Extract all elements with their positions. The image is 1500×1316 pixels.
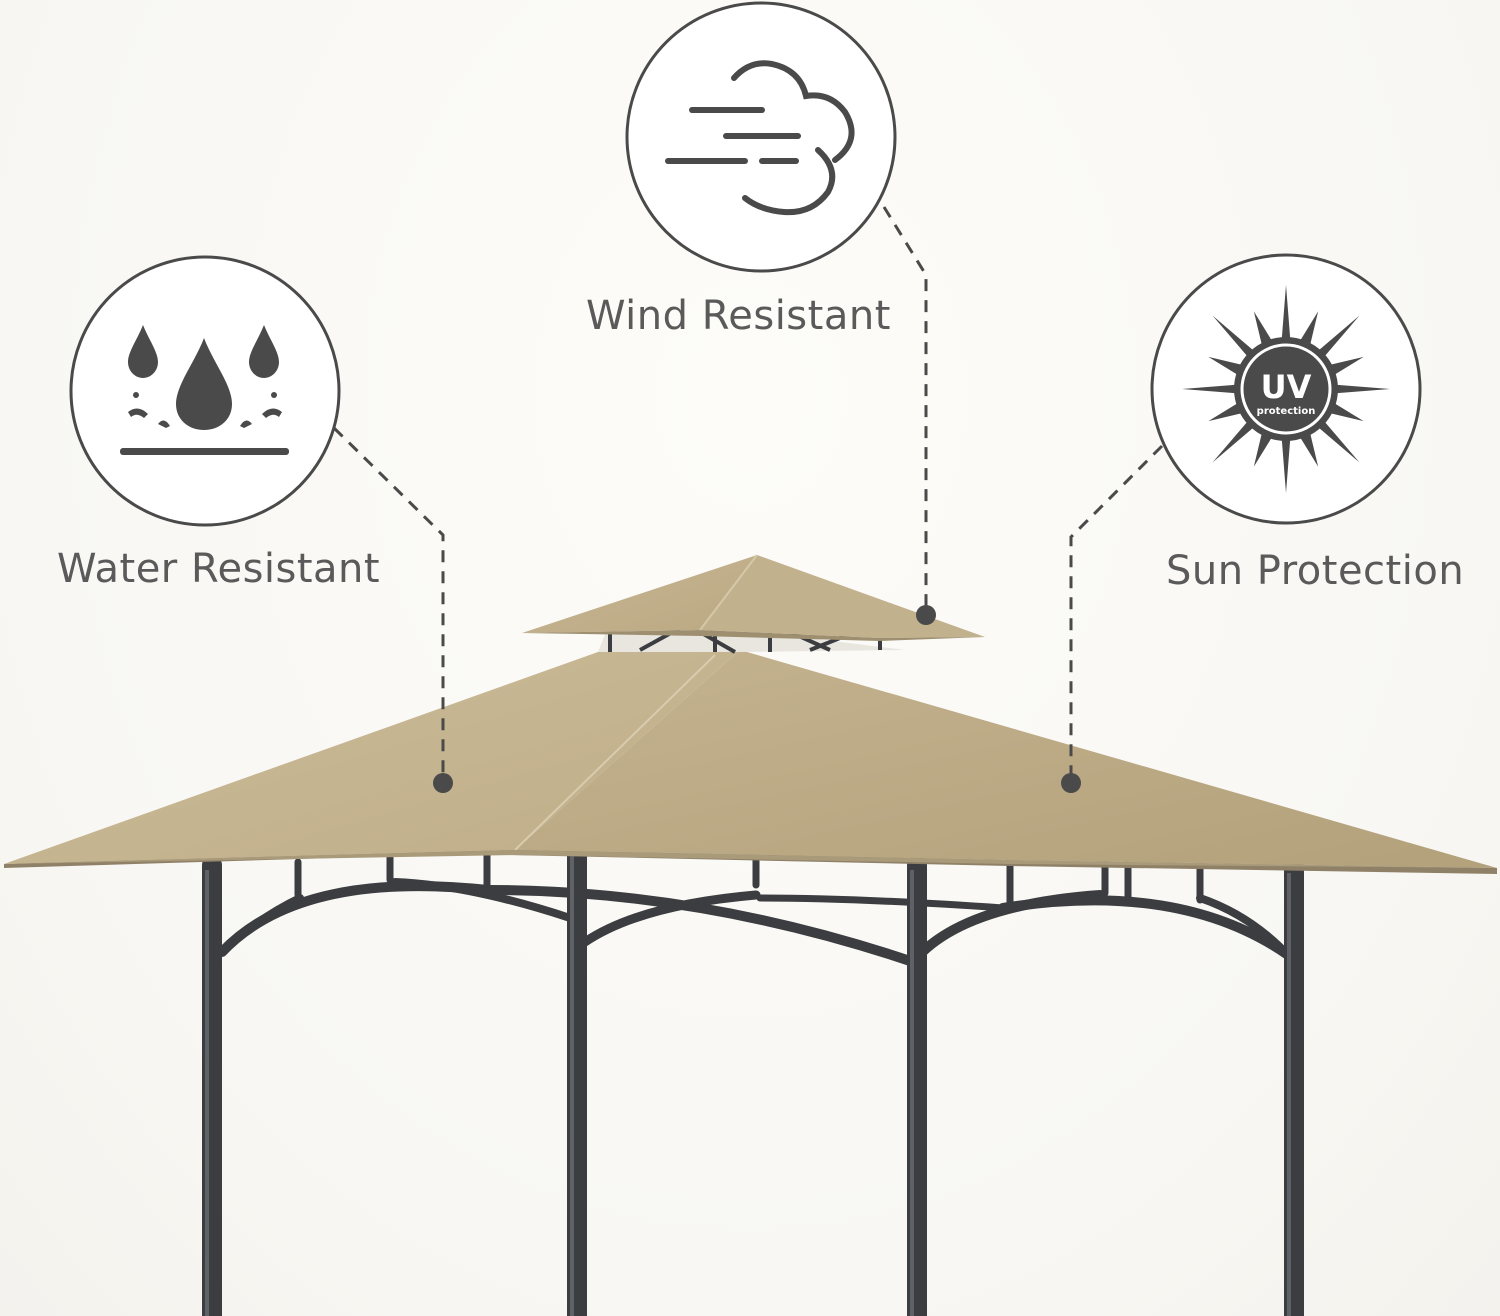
wind-resistant-label: Wind Resistant — [586, 293, 891, 339]
wind-feature-badge — [625, 1, 897, 273]
sun-ray — [1318, 315, 1360, 357]
uv-badge-subtext: protection — [1257, 406, 1316, 417]
sun-feature-badge: UV protection — [1150, 253, 1422, 525]
sun-ray — [1212, 315, 1254, 357]
sun-ray — [1281, 285, 1291, 340]
sun-ray — [1281, 438, 1291, 493]
uv-sun-icon — [1182, 285, 1390, 493]
water-drops-icon — [120, 325, 289, 455]
uv-badge-text: UV — [1261, 368, 1312, 406]
callout-leaders — [332, 206, 1164, 780]
sun-ray — [1335, 384, 1390, 394]
sun-ray — [1253, 311, 1273, 346]
water-feature-badge — [69, 255, 341, 527]
sun-ray — [1212, 421, 1254, 463]
sun-ray — [1329, 356, 1364, 376]
main-canopy — [4, 650, 1497, 874]
sun-ray — [1299, 311, 1319, 346]
sun-protection-label: Sun Protection — [1166, 548, 1465, 594]
wind-cloud-icon — [665, 60, 855, 216]
callout-dots — [433, 605, 1081, 793]
sun-ray — [1208, 402, 1243, 422]
post-highlights — [205, 855, 1291, 1316]
water-resistant-label: Water Resistant — [57, 546, 381, 592]
sun-ray — [1299, 432, 1319, 467]
sun-ray — [1318, 421, 1360, 463]
gazebo-frame — [202, 840, 1304, 1316]
sun-ray — [1329, 402, 1364, 422]
sun-ray — [1208, 356, 1243, 376]
sun-ray — [1253, 432, 1273, 467]
top-canopy — [522, 554, 985, 641]
sun-ray — [1182, 384, 1237, 394]
